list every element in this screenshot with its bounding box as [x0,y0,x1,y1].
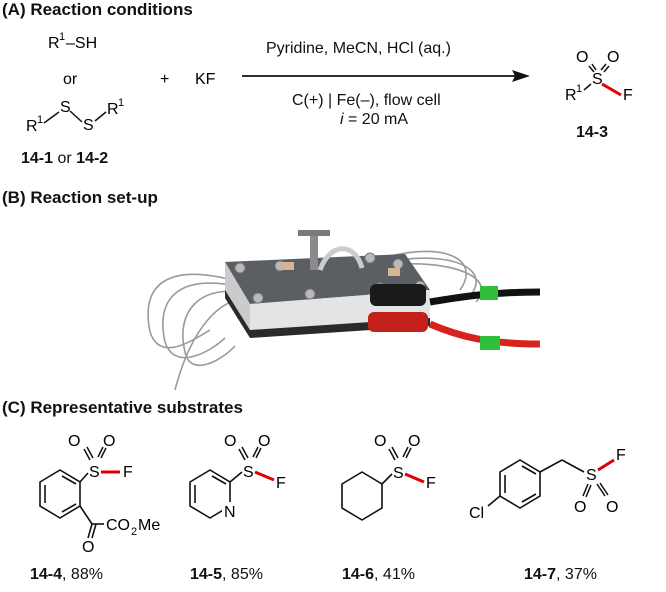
svg-text:S: S [83,117,94,134]
svg-text:R: R [565,87,577,104]
section-b-title: (B) Reaction set-up [2,188,158,207]
red-cable [428,320,540,348]
svg-text:F: F [123,464,133,481]
reactant-labels: 14-1 or 14-2 [21,150,109,167]
svg-text:S: S [89,464,100,481]
svg-text:O: O [606,499,618,516]
substrate-caption-14-5: 14-5, 85% [190,566,263,583]
product-label: 14-3 [576,124,609,141]
svg-text:CO: CO [106,517,130,534]
svg-text:–SH: –SH [66,35,97,52]
svg-text:1: 1 [37,114,43,126]
svg-text:O: O [224,433,236,450]
svg-text:1: 1 [59,31,65,43]
svg-text:S: S [243,464,254,481]
svg-text:N: N [224,504,236,521]
product-sulfonyl-fluoride: O O S R 1 F [565,49,633,104]
substrate-14-7: Cl S F O O [469,447,626,522]
substrate-14-6: S O O F [341,433,436,521]
svg-text:O: O [103,433,115,450]
section-c-title: (C) Representative substrates [2,398,243,417]
svg-text:1: 1 [576,83,582,95]
svg-text:Cl: Cl [469,505,484,522]
substrate-14-4: S O O F O CO 2 Me [39,433,160,556]
disulfide-reactant: R 1 S S R 1 [26,97,124,135]
reactant-or: or [63,71,78,88]
svg-text:F: F [426,475,436,492]
svg-text:F: F [276,475,286,492]
substrate-caption-14-4: 14-4, 88% [30,566,103,583]
conditions-current: i = 20 mA [340,111,409,128]
substrate-caption-14-6: 14-6, 41% [342,566,415,583]
svg-text:O: O [68,433,80,450]
reagent-kf: KF [195,71,216,88]
svg-text:O: O [374,433,386,450]
svg-text:F: F [616,447,626,464]
svg-text:O: O [258,433,270,450]
svg-text:O: O [82,539,94,556]
svg-text:O: O [607,49,619,66]
svg-text:Me: Me [138,517,160,534]
substrate-caption-14-7: 14-7, 37% [524,566,597,583]
svg-text:S: S [592,71,603,88]
substrate-structures: S O O F O CO 2 Me N S O [39,433,626,556]
svg-text:F: F [623,87,633,104]
svg-text:S: S [586,467,597,484]
plus-sign: + [160,71,169,88]
substrate-14-5: N S O O F [189,433,286,521]
svg-text:R: R [26,118,38,135]
reaction-scheme: R 1 –SH or R 1 S S R 1 + KF O O S R 1 F [26,31,633,135]
conditions-electrodes: C(+) | Fe(–), flow cell [292,92,441,109]
svg-text:R: R [48,35,60,52]
svg-text:O: O [408,433,420,450]
section-a-title: (A) Reaction conditions [2,0,193,19]
thiol-reactant: R 1 –SH [48,31,97,52]
flow-cell-photo [147,230,540,390]
black-cable [429,288,540,306]
svg-text:O: O [574,499,586,516]
conditions-reagents: Pyridine, MeCN, HCl (aq.) [266,40,451,57]
svg-text:S: S [60,99,71,116]
svg-text:R: R [107,101,119,118]
svg-text:S: S [393,465,404,482]
svg-text:2: 2 [131,526,137,538]
svg-text:O: O [576,49,588,66]
svg-text:1: 1 [118,97,124,109]
